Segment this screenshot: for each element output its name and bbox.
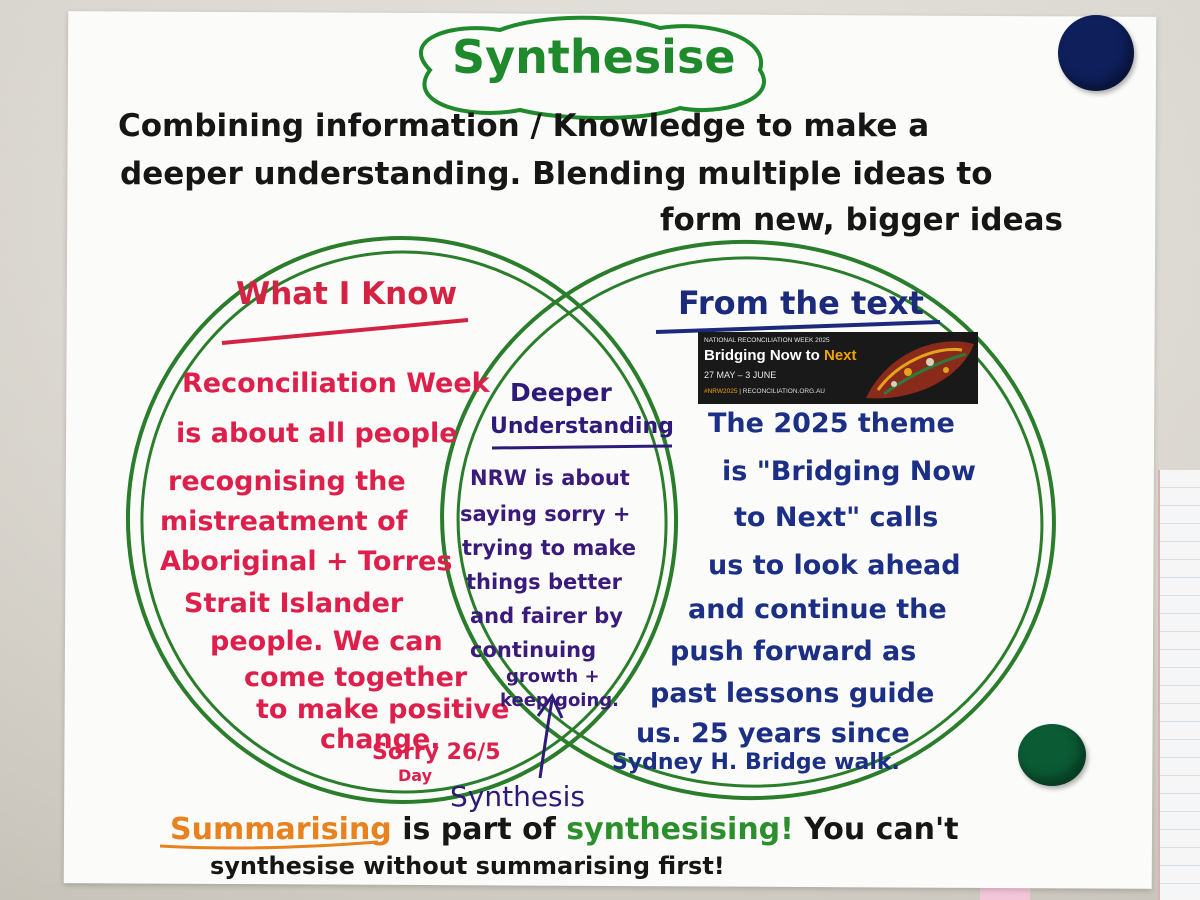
banner-hashtag-line: #NRW2025 | RECONCILIATION.ORG.AU	[704, 388, 825, 395]
left-line-2: is about all people	[176, 418, 458, 449]
right-line-2: is "Bridging Now	[722, 456, 976, 487]
synthesis-arrow	[538, 699, 554, 779]
summarising-underline	[159, 840, 379, 850]
overlap-line-7: growth +	[506, 666, 600, 687]
overlap-line-1: NRW is about	[470, 466, 630, 490]
banner-hashtag: #NRW2025	[704, 388, 738, 395]
left-circle-inner	[140, 250, 668, 794]
what-i-know-heading: What I Know	[236, 276, 458, 312]
red-heading-underline	[221, 318, 469, 345]
right-circle-inner	[456, 256, 1044, 788]
understanding-heading: Understanding	[490, 414, 674, 439]
lined-paper-edge	[1158, 470, 1200, 900]
nrw-2025-banner: NATIONAL RECONCILIATION WEEK 2025 Bridgi…	[698, 332, 978, 404]
banner-title: Bridging Now to Next	[704, 347, 857, 364]
banner-title-part1: Bridging Now to	[704, 347, 824, 364]
overlap-line-6: continuing	[470, 638, 597, 662]
left-line-10: change.	[320, 724, 441, 755]
deeper-heading: Deeper	[510, 378, 612, 407]
overlap-line-3: trying to make	[462, 536, 637, 560]
banner-url: | RECONCILIATION.ORG.AU	[737, 388, 826, 395]
title-cloud-outline	[419, 15, 766, 120]
right-line-1: The 2025 theme	[708, 408, 955, 439]
left-line-7: people. We can	[210, 626, 443, 657]
right-line-7: past lessons guide	[650, 678, 935, 709]
footer-line-2: synthesise without summarising first!	[210, 852, 725, 880]
overlap-line-2: saying sorry +	[460, 502, 631, 526]
footer-end: You can't	[793, 812, 959, 847]
right-line-4: us to look ahead	[708, 550, 961, 581]
left-line-3: recognising the	[168, 466, 406, 497]
right-line-8: us. 25 years since	[636, 718, 910, 749]
overlap-line-4: things better	[466, 570, 622, 594]
footer-line-1: Summarising is part of synthesising! You…	[170, 812, 959, 847]
right-line-3: to Next" calls	[734, 502, 939, 533]
left-line-5: Aboriginal + Torres	[160, 546, 453, 577]
footer-summarising: Summarising	[170, 812, 392, 847]
footer-synthesising: synthesising!	[566, 812, 794, 847]
right-line-6: push forward as	[670, 636, 917, 667]
left-line-8: come together	[244, 662, 468, 693]
green-magnet	[1018, 724, 1086, 786]
left-line-1: Reconciliation Week	[182, 368, 490, 399]
banner-title-next: Next	[823, 347, 857, 364]
left-line-4: mistreatment of	[160, 506, 408, 537]
overlap-line-5: and fairer by	[470, 604, 623, 628]
left-line-9: to make positive	[256, 694, 510, 725]
banner-dates: 27 MAY – 3 JUNE	[704, 370, 777, 380]
banner-top-text: NATIONAL RECONCILIATION WEEK 2025	[704, 337, 830, 344]
overlap-line-8: keep going.	[500, 690, 620, 711]
definition-line-3: form new, bigger ideas	[660, 202, 1063, 238]
left-line-6: Strait Islander	[184, 588, 404, 619]
overlap-heading-underline	[491, 444, 673, 450]
left-circle-outer	[125, 236, 679, 804]
sorry-day-note-2: Day	[398, 766, 433, 785]
sorry-day-note: Sorry 26/5	[372, 740, 501, 765]
definition-line-2: deeper understanding. Blending multiple …	[120, 156, 993, 192]
banner-artwork	[866, 341, 974, 399]
definition-line-1: Combining information / Knowledge to mak…	[118, 108, 930, 144]
footer-mid: is part of	[391, 812, 567, 847]
right-line-9: Sydney H. Bridge walk.	[612, 750, 900, 775]
synthesis-arrow-label: Synthesis	[450, 780, 585, 813]
navy-magnet	[1058, 15, 1134, 91]
right-circle-outer	[440, 239, 1056, 801]
from-the-text-heading: From the text	[678, 284, 924, 322]
blue-heading-underline	[655, 320, 941, 334]
synthesis-arrowhead	[536, 692, 564, 719]
right-line-5: and continue the	[688, 594, 947, 625]
poster-title: Synthesise	[452, 30, 736, 84]
